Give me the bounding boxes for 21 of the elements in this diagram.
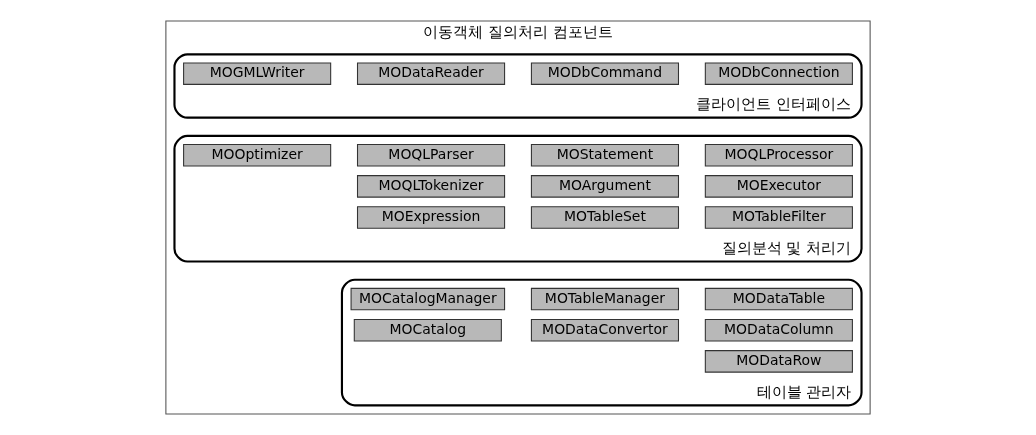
node-box: MOQLParser: [356, 143, 506, 167]
node-box: MOCatalogManager: [350, 287, 506, 311]
node-box: MOGMLWriter: [183, 62, 332, 85]
node-box: MOQLProcessor: [704, 143, 853, 167]
node-box: MODataReader: [356, 62, 506, 85]
node-box: MODataRow: [704, 350, 853, 373]
node-box: MOTableFilter: [704, 206, 853, 229]
node-box: MODbConnection: [704, 62, 853, 85]
node-box: MODataTable: [704, 287, 853, 311]
node-box: MOArgument: [530, 175, 680, 198]
node-box: MOStatement: [530, 143, 680, 167]
node-box: MOExpression: [356, 206, 506, 229]
node-box: MOTableSet: [530, 206, 680, 229]
node-box: MODataColumn: [704, 318, 853, 342]
node-box: MODataConvertor: [530, 318, 680, 342]
node-box: MOQLTokenizer: [356, 175, 506, 198]
node-box: MOCatalog: [353, 318, 502, 342]
node-box: MODbCommand: [530, 62, 680, 85]
node-box: MOExecutor: [704, 175, 853, 198]
node-box: MOOptimizer: [183, 143, 332, 167]
node-box: MOTableManager: [530, 287, 680, 311]
